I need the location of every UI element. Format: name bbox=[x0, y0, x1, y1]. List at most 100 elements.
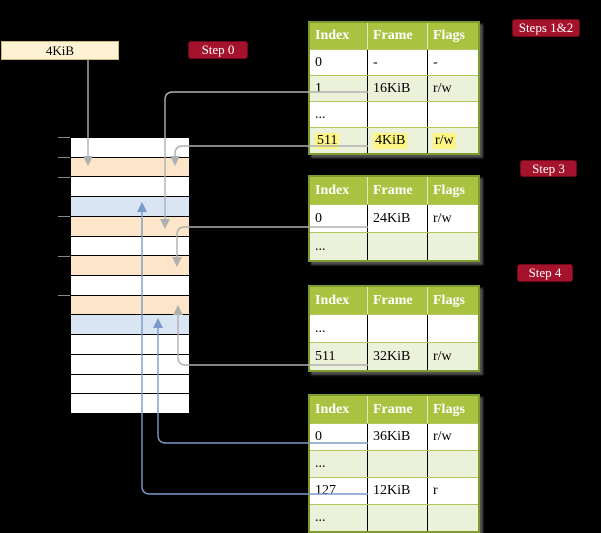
table-cell bbox=[367, 233, 427, 260]
cell-value: 16KiB bbox=[373, 80, 411, 96]
cell-value: r/w bbox=[433, 348, 452, 364]
table-cell: r/w bbox=[427, 343, 478, 370]
memory-cell-white bbox=[71, 236, 189, 257]
table-cell: 4KiB bbox=[367, 128, 427, 153]
table-cell: 127 bbox=[310, 478, 367, 504]
table-cell bbox=[427, 451, 478, 477]
table-cell: r/w bbox=[427, 424, 478, 450]
cell-value: r/w bbox=[433, 429, 452, 444]
column-header: Flags bbox=[427, 287, 478, 314]
table-cell: 511 bbox=[310, 343, 367, 370]
cell-value: - bbox=[373, 54, 378, 70]
table-row: ... bbox=[310, 450, 478, 477]
table-cell bbox=[427, 233, 478, 260]
table-cell: 0 bbox=[310, 205, 367, 232]
table-cell: 24KiB bbox=[367, 205, 427, 232]
cell-value: 0 bbox=[315, 54, 322, 70]
cell-value: 32KiB bbox=[373, 348, 411, 364]
cell-value: ... bbox=[315, 456, 326, 471]
memory-cell-peach bbox=[71, 295, 189, 316]
column-header: Frame bbox=[367, 396, 427, 423]
address-tick bbox=[58, 216, 70, 217]
memory-cell-peach bbox=[71, 157, 189, 178]
memory-cell-peach bbox=[71, 256, 189, 277]
column-header: Index bbox=[315, 182, 350, 198]
table-cell bbox=[367, 102, 427, 127]
table-cell: r/w bbox=[427, 205, 478, 232]
memory-cell-white bbox=[71, 354, 189, 375]
address-tick bbox=[58, 157, 70, 158]
table-cell bbox=[367, 451, 427, 477]
memory-cell-blue bbox=[71, 197, 189, 217]
column-header: Index bbox=[315, 401, 350, 417]
table-cell: 12KiB bbox=[367, 478, 427, 504]
cell-value: 36KiB bbox=[373, 429, 411, 444]
table-cell: r bbox=[427, 478, 478, 504]
memory-cell-white bbox=[71, 177, 189, 198]
memory-cell-white bbox=[71, 374, 189, 395]
cell-value: r/w bbox=[433, 210, 452, 226]
cell-value: 511 bbox=[315, 132, 340, 149]
steps-1-2-label: Steps 1&2 bbox=[512, 19, 580, 37]
table-cell: - bbox=[427, 50, 478, 75]
memory-cell-white bbox=[71, 335, 189, 355]
step-0-text: Step 0 bbox=[201, 42, 235, 57]
memory-cell-white bbox=[71, 138, 189, 158]
steps-1-2-text: Steps 1&2 bbox=[518, 20, 574, 35]
table-row: ... bbox=[310, 232, 478, 260]
table-row: 511 32KiB r/w bbox=[310, 342, 478, 370]
address-tick bbox=[58, 137, 70, 138]
address-tick bbox=[58, 256, 70, 257]
cell-value: 1 bbox=[315, 80, 322, 96]
cell-value: ... bbox=[315, 320, 326, 336]
table-cell: 1 bbox=[310, 76, 367, 101]
column-header: Flags bbox=[427, 177, 478, 204]
cell-value: r/w bbox=[433, 80, 452, 96]
column-header: Frame bbox=[367, 287, 427, 314]
table-cell: - bbox=[367, 50, 427, 75]
memory-cell-white bbox=[71, 276, 189, 296]
table-cell bbox=[427, 315, 478, 342]
table-cell: r/w bbox=[427, 128, 478, 153]
step-4-label: Step 4 bbox=[517, 264, 573, 282]
table-cell bbox=[367, 505, 427, 531]
memory-cell-peach bbox=[71, 216, 189, 237]
column-header: Flags bbox=[427, 396, 478, 423]
cell-value: ... bbox=[315, 238, 326, 254]
cell-value: ... bbox=[315, 510, 326, 525]
table-row: 1 16KiB r/w bbox=[310, 75, 478, 101]
table-cell: 16KiB bbox=[367, 76, 427, 101]
table-row: 127 12KiB r bbox=[310, 477, 478, 504]
address-tick bbox=[58, 295, 70, 296]
table-cell: ... bbox=[310, 233, 367, 260]
memory-cell-blue bbox=[71, 315, 189, 336]
cell-value: 0 bbox=[315, 210, 322, 226]
table-cell: 36KiB bbox=[367, 424, 427, 450]
memory-cell-white bbox=[71, 394, 189, 414]
physical-memory-column bbox=[70, 137, 190, 414]
cell-value: 127 bbox=[315, 483, 336, 498]
column-header: Flags bbox=[427, 23, 478, 49]
table-row: ... bbox=[310, 314, 478, 342]
step-3-text: Step 3 bbox=[532, 160, 565, 176]
step-0-label: Step 0 bbox=[188, 41, 248, 59]
table-cell bbox=[367, 315, 427, 342]
cell-value: r/w bbox=[433, 132, 456, 149]
table-cell: 0 bbox=[310, 424, 367, 450]
step-3-label: Step 3 bbox=[520, 160, 577, 177]
cell-value: 4KiB bbox=[373, 132, 408, 149]
table-cell bbox=[427, 102, 478, 127]
table-cell: r/w bbox=[427, 76, 478, 101]
table-cell bbox=[427, 505, 478, 531]
column-header: Index bbox=[315, 28, 350, 43]
cell-value: - bbox=[433, 54, 438, 70]
cell-value: 12KiB bbox=[373, 483, 411, 498]
cell-value: 24KiB bbox=[373, 210, 411, 226]
